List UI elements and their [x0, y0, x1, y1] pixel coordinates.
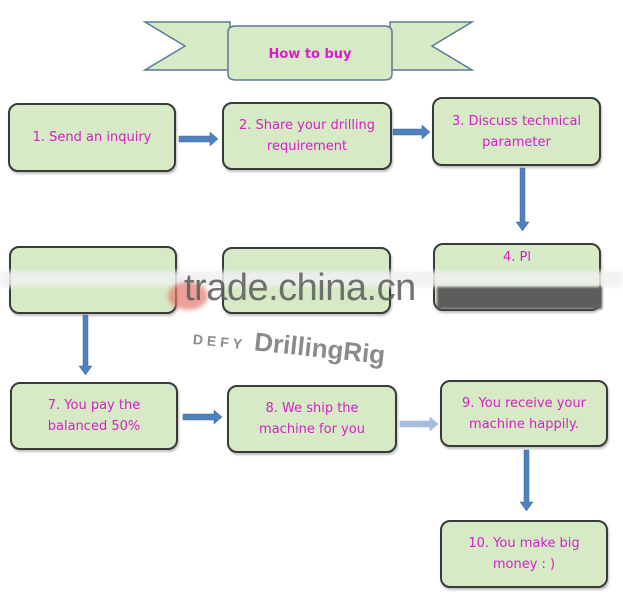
- arrow-down-3-4: [515, 167, 530, 232]
- step-7-box: 7. You pay the balanced 50%: [10, 382, 178, 450]
- step-2-box: 2. Share your drilling requirement: [222, 102, 392, 170]
- step-1-box: 1. Send an inquiry: [8, 103, 176, 172]
- arrow-down-6-7: [78, 314, 93, 376]
- watermark-site: trade.china.cn: [184, 267, 416, 309]
- arrow-right-2-3: [392, 124, 431, 140]
- arrow-right-1-2: [178, 131, 219, 147]
- watermark-dark-strip: [437, 287, 602, 309]
- banner-ribbon: [142, 21, 475, 81]
- arrow-right-8-9: [399, 416, 439, 432]
- step-10-box: 10. You make big money : ): [440, 520, 608, 588]
- banner-title: How to buy: [268, 46, 352, 62]
- arrow-right-7-8: [182, 409, 223, 425]
- watermark-band: [0, 271, 623, 287]
- watermark-brand-small: DEFY: [192, 330, 247, 353]
- arrow-down-9-10: [519, 449, 534, 512]
- watermark-logo-icon: [168, 282, 208, 310]
- step-8-box: 8. We ship the machine for you: [227, 385, 397, 453]
- step-9-box: 9. You receive your machine happily.: [440, 380, 608, 447]
- banner: How to buy: [228, 28, 392, 80]
- step-3-box: 3. Discuss technical parameter: [432, 97, 601, 166]
